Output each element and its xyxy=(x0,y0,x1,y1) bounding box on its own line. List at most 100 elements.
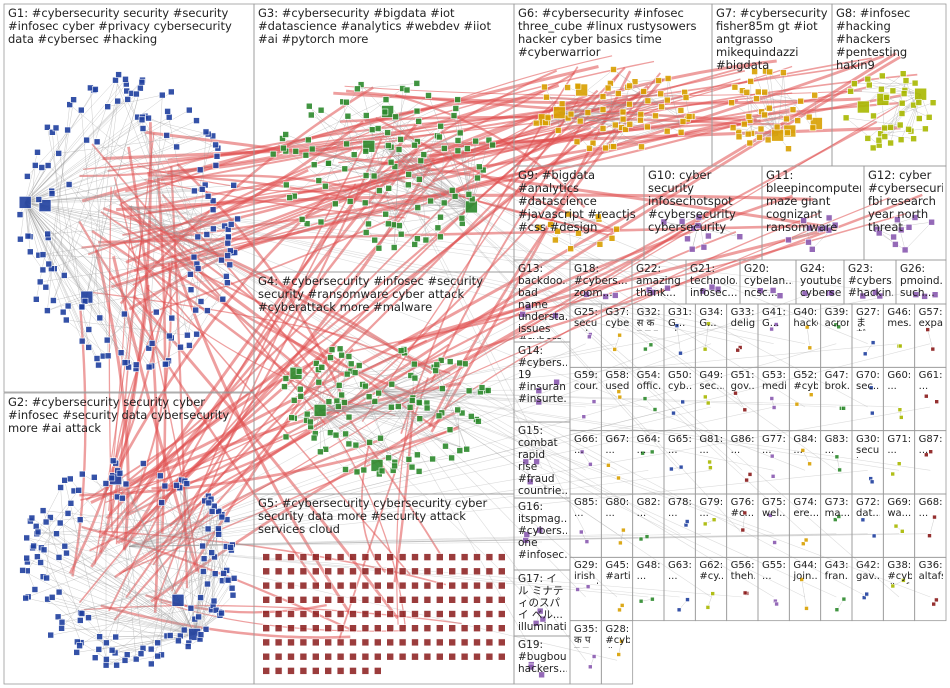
node xyxy=(438,123,444,129)
node xyxy=(772,129,784,141)
group-box-g42 xyxy=(852,557,883,620)
node xyxy=(97,315,103,321)
node xyxy=(318,219,324,225)
node xyxy=(300,639,307,646)
node xyxy=(325,667,332,674)
node xyxy=(336,382,342,388)
node xyxy=(664,97,670,103)
node xyxy=(486,568,493,575)
node xyxy=(288,653,295,660)
node xyxy=(116,72,122,78)
node xyxy=(220,296,226,302)
node xyxy=(203,626,209,632)
node xyxy=(732,84,738,90)
node xyxy=(121,311,127,317)
node xyxy=(683,95,689,101)
node xyxy=(898,227,904,233)
node xyxy=(709,284,715,290)
node xyxy=(703,395,707,399)
node xyxy=(94,139,100,145)
node xyxy=(436,639,443,646)
node xyxy=(412,554,419,561)
node xyxy=(533,120,539,126)
node xyxy=(45,231,51,237)
node xyxy=(399,568,406,575)
node xyxy=(366,394,372,400)
node xyxy=(350,554,357,561)
node xyxy=(174,482,180,488)
node xyxy=(765,137,771,143)
node xyxy=(457,360,463,366)
node xyxy=(77,617,83,623)
node xyxy=(449,554,456,561)
node xyxy=(92,655,98,661)
node xyxy=(300,582,307,589)
node xyxy=(436,554,443,561)
node xyxy=(219,610,225,616)
node xyxy=(200,569,206,575)
node xyxy=(79,338,85,344)
node xyxy=(620,109,626,115)
group-box-g64 xyxy=(633,431,664,494)
node xyxy=(743,511,747,515)
node xyxy=(414,80,420,86)
node xyxy=(798,98,804,104)
node xyxy=(786,237,792,243)
node xyxy=(86,615,92,621)
node xyxy=(437,234,443,240)
node xyxy=(534,459,540,465)
node xyxy=(300,554,307,561)
node xyxy=(43,284,49,290)
group-box-g60 xyxy=(883,367,914,430)
node xyxy=(486,596,493,603)
node xyxy=(353,442,359,448)
node xyxy=(225,253,231,259)
node xyxy=(298,393,304,399)
node xyxy=(412,625,419,632)
node xyxy=(453,106,459,112)
node xyxy=(219,257,225,263)
node xyxy=(768,513,772,517)
node xyxy=(293,148,299,154)
node xyxy=(835,455,839,459)
node xyxy=(362,653,369,660)
node xyxy=(205,193,211,199)
node xyxy=(79,471,85,477)
node xyxy=(312,667,319,674)
node xyxy=(575,83,581,89)
node xyxy=(620,116,626,122)
node xyxy=(374,568,381,575)
node xyxy=(350,625,357,632)
node xyxy=(337,653,344,660)
node xyxy=(362,554,369,561)
node xyxy=(231,182,237,188)
node xyxy=(17,212,23,218)
node xyxy=(786,146,792,152)
node xyxy=(461,554,468,561)
node xyxy=(325,582,332,589)
node xyxy=(805,606,809,610)
node xyxy=(379,468,385,474)
node xyxy=(325,611,332,618)
node xyxy=(387,596,394,603)
node xyxy=(387,582,394,589)
node xyxy=(436,134,442,140)
node xyxy=(388,404,394,410)
node xyxy=(332,201,338,207)
node xyxy=(498,568,505,575)
node xyxy=(325,653,332,660)
node xyxy=(705,233,711,239)
node xyxy=(876,230,882,236)
node xyxy=(449,625,456,632)
node xyxy=(20,567,26,573)
node xyxy=(926,328,930,332)
node xyxy=(312,596,319,603)
node xyxy=(50,298,56,304)
node xyxy=(466,191,472,197)
node xyxy=(235,216,241,222)
node xyxy=(523,459,529,465)
node xyxy=(436,611,443,618)
intra-group-edge xyxy=(81,643,117,666)
node xyxy=(447,359,453,365)
node xyxy=(870,145,876,151)
